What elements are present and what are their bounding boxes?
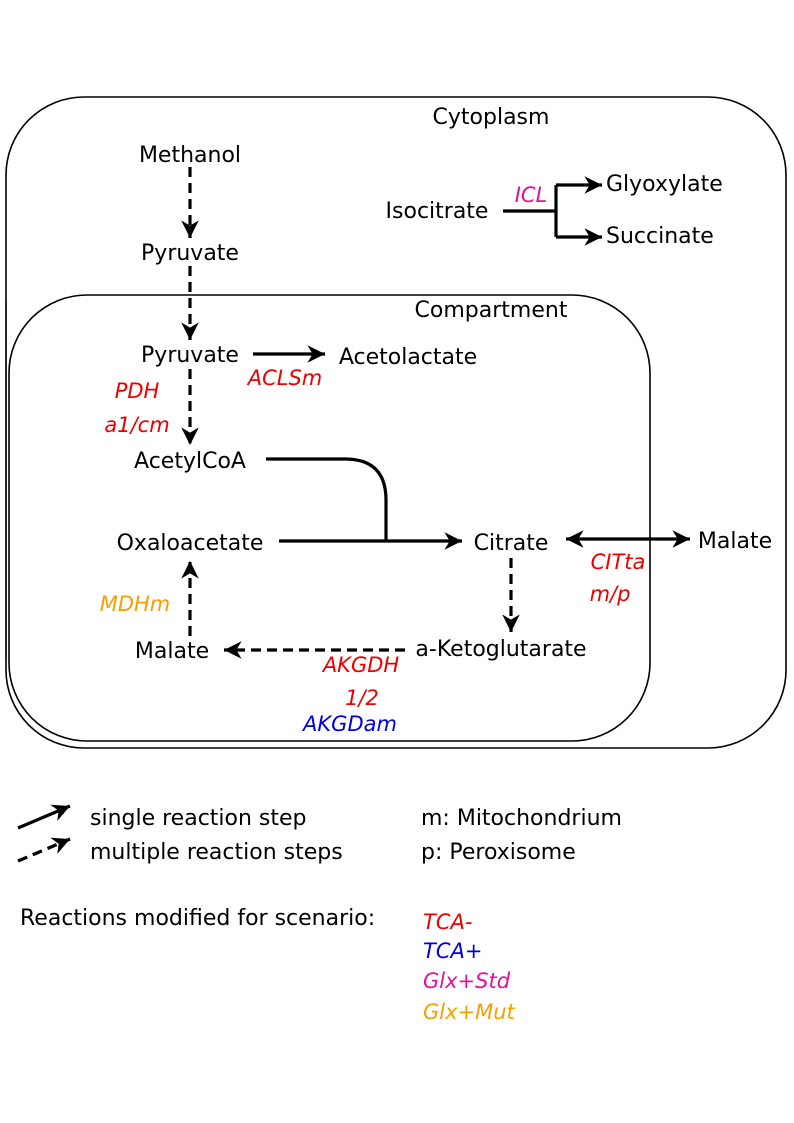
- glyoxylate-label: Glyoxylate: [606, 172, 723, 197]
- reaction-icl-label: ICL: [515, 183, 548, 207]
- legend-single-arrow-icon: [17, 804, 71, 830]
- malate-external-label: Malate: [698, 529, 772, 554]
- oxaloacetate-label: Oxaloacetate: [117, 531, 264, 556]
- succinate-label: Succinate: [606, 224, 714, 249]
- reaction-pdh-label-line1: PDH: [115, 379, 160, 403]
- malate-internal-label: Malate: [135, 639, 209, 664]
- pyruvate-compartment-label: Pyruvate: [141, 343, 239, 368]
- reaction-akgdam-label: AKGDam: [301, 712, 397, 736]
- reaction-akgdh-label-line2: 1/2: [345, 686, 379, 710]
- legend-scenario-tca-minus: TCA-: [423, 910, 472, 934]
- isocitrate-label: Isocitrate: [386, 199, 489, 224]
- reaction-aclsm-label: ACLSm: [246, 366, 323, 390]
- reaction-akgdh-label-line1: AKGDH: [321, 653, 400, 677]
- acetolactate-label: Acetolactate: [339, 345, 477, 370]
- branch-isocitrate-stem: [503, 185, 558, 237]
- legend-scenario-glx-mut: Glx+Mut: [423, 1000, 516, 1024]
- pyruvate-cytoplasm-label: Pyruvate: [141, 241, 239, 266]
- compartment-label: Compartment: [415, 298, 568, 323]
- arrow-acetylcoa-to-citrate-join: [266, 457, 388, 541]
- alpha-ketoglutarate-label: a-Ketoglutarate: [415, 637, 586, 662]
- acetylcoa-label: AcetylCoA: [134, 449, 246, 474]
- legend-scenario-glx-std: Glx+Std: [423, 969, 511, 993]
- methanol-label: Methanol: [139, 143, 241, 168]
- legend-peroxisome-label: p: Peroxisome: [421, 840, 576, 865]
- legend-scenario-title: Reactions modified for scenario:: [20, 906, 375, 931]
- compartment-boundary: [8, 294, 651, 742]
- reaction-pdh-label-line2: a1/cm: [104, 413, 169, 437]
- cytoplasm-label: Cytoplasm: [433, 105, 550, 130]
- legend-multiple-label: multiple reaction steps: [90, 840, 343, 865]
- legend-multiple-arrow-icon: [17, 837, 71, 863]
- reaction-citt-label-line2: m/p: [590, 582, 631, 606]
- citrate-label: Citrate: [474, 531, 549, 556]
- legend-scenario-tca-plus: TCA+: [423, 939, 482, 963]
- legend-mitochondrium-label: m: Mitochondrium: [421, 806, 622, 831]
- reaction-citt-label-line1: CITta: [591, 550, 646, 574]
- legend-single-label: single reaction step: [90, 806, 307, 831]
- reaction-mdhm-label: MDHm: [100, 592, 171, 616]
